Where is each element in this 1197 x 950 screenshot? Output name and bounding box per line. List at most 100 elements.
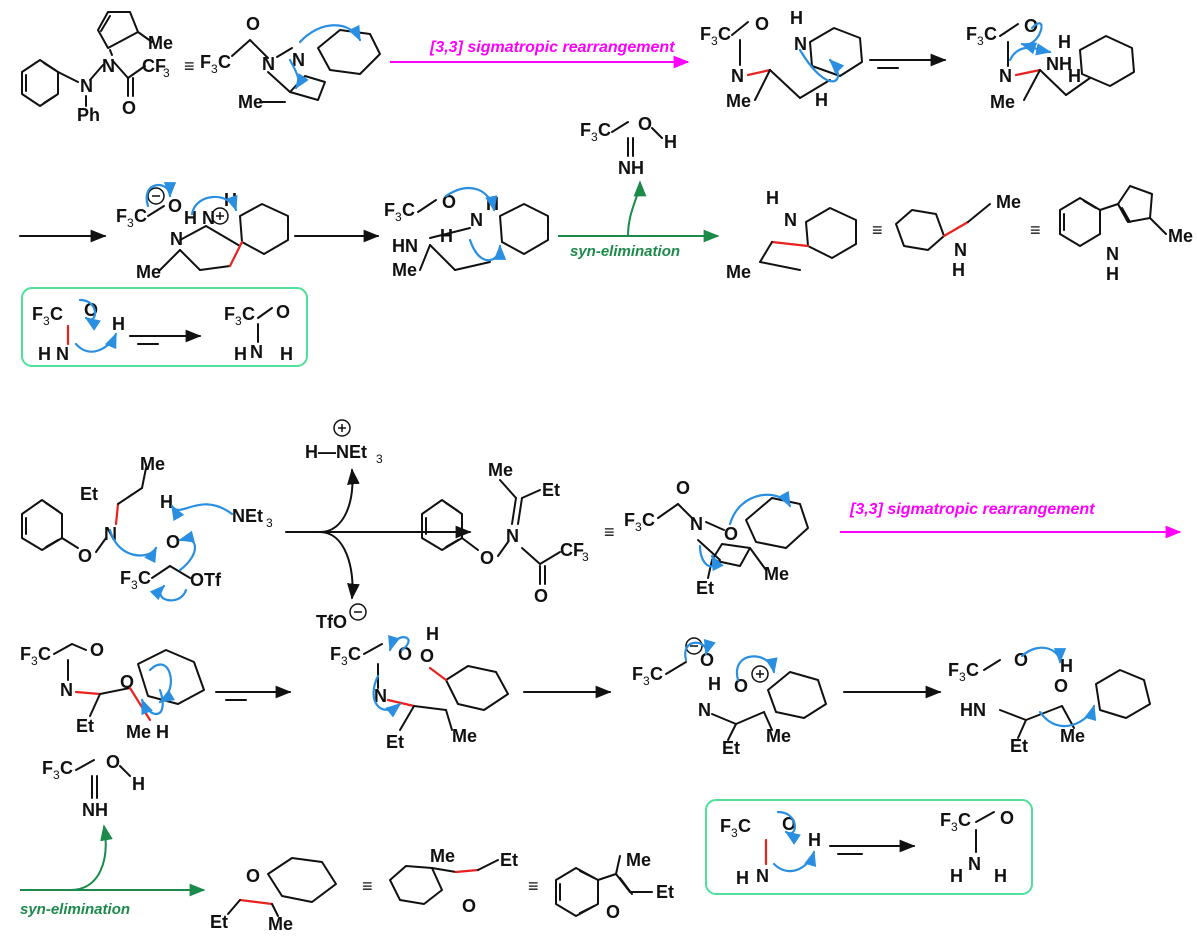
imidic-acid-1: F 3 C O H NH xyxy=(580,114,677,178)
svg-text:O: O xyxy=(724,524,738,544)
atom-o: O xyxy=(122,98,136,118)
elimination-label-1: syn-elimination xyxy=(570,243,680,260)
tautomer-box-2 xyxy=(705,799,1033,895)
svg-text:N: N xyxy=(999,66,1012,86)
equiv-3: ≡ xyxy=(1030,220,1041,240)
svg-text:O: O xyxy=(755,14,769,34)
svg-text:C: C xyxy=(348,644,361,664)
svg-text:Et: Et xyxy=(542,480,560,500)
ph-label: Ph xyxy=(77,105,100,125)
svg-text:F: F xyxy=(224,304,235,324)
svg-text:C: C xyxy=(984,24,997,44)
svg-text:O: O xyxy=(420,646,434,666)
svg-text:N: N xyxy=(506,526,519,546)
svg-text:N: N xyxy=(292,50,305,70)
svg-text:H: H xyxy=(1058,32,1071,52)
tautomer-1: F 3 C O H N H F 3 C O N H H xyxy=(32,298,293,364)
svg-text:C: C xyxy=(242,304,255,324)
svg-text:3: 3 xyxy=(959,670,966,684)
svg-text:F: F xyxy=(42,758,53,778)
svg-text:Me: Me xyxy=(726,91,751,111)
svg-text:O: O xyxy=(606,902,620,922)
equiv-2: ≡ xyxy=(872,220,883,240)
svg-text:Et: Et xyxy=(80,484,98,504)
svg-text:Et: Et xyxy=(696,578,714,598)
cf3-label: CF xyxy=(142,56,166,76)
svg-text:F: F xyxy=(20,644,31,664)
svg-text:H: H xyxy=(1068,66,1081,86)
svg-text:N: N xyxy=(1106,244,1119,264)
svg-text:H: H xyxy=(994,866,1007,886)
svg-text:H: H xyxy=(950,866,963,886)
svg-text:F: F xyxy=(720,816,731,836)
svg-text:3: 3 xyxy=(395,210,402,224)
svg-text:H: H xyxy=(808,830,821,850)
svg-text:C: C xyxy=(642,510,655,530)
svg-text:F: F xyxy=(32,304,43,324)
svg-text:C: C xyxy=(718,24,731,44)
svg-text:H: H xyxy=(1106,264,1119,284)
svg-text:N: N xyxy=(470,210,483,230)
svg-text:O: O xyxy=(276,302,290,322)
n-acyl-enamine: O N Me Et CF 3 O xyxy=(421,460,589,606)
svg-text:3: 3 xyxy=(31,654,38,668)
svg-text:Et: Et xyxy=(76,716,94,736)
svg-text:TfO: TfO xyxy=(316,612,347,632)
aminal: F 3 C O HN H N H Me xyxy=(384,186,549,280)
svg-text:O: O xyxy=(166,532,180,552)
triflate-anion: TfO xyxy=(316,603,367,632)
svg-text:H: H xyxy=(708,674,721,694)
conformer-1: F 3 C O N N Me xyxy=(200,14,381,112)
dienone-intermediate: F 3 C O N Et O Me H xyxy=(20,640,205,742)
svg-text:N: N xyxy=(731,66,744,86)
svg-text:O: O xyxy=(462,896,476,916)
svg-text:N: N xyxy=(202,208,215,228)
svg-text:O: O xyxy=(676,478,690,498)
svg-text:C: C xyxy=(218,52,231,72)
atom-n1: N xyxy=(80,76,93,96)
svg-text:Et: Et xyxy=(1010,736,1028,756)
svg-text:H: H xyxy=(426,624,439,644)
me-label: Me xyxy=(148,33,173,53)
svg-text:H: H xyxy=(952,260,965,280)
svg-text:F: F xyxy=(940,810,951,830)
start-hydrazide: N N Ph Me CF 3 O xyxy=(21,11,173,125)
svg-text:3: 3 xyxy=(643,674,650,688)
svg-text:Me: Me xyxy=(764,564,789,584)
zwitterion-aminal: F 3 C O N H N H Me xyxy=(116,182,289,282)
svg-text:O: O xyxy=(1024,16,1038,36)
svg-text:N: N xyxy=(968,854,981,874)
sigmatropic-label-1: [3,3] sigmatropic rearrangement xyxy=(429,39,675,56)
svg-text:H: H xyxy=(736,868,749,888)
svg-text:C: C xyxy=(50,304,63,324)
svg-text:N: N xyxy=(690,514,703,534)
svg-text:O: O xyxy=(90,640,104,660)
svg-text:N: N xyxy=(262,54,275,74)
svg-text:O: O xyxy=(120,672,134,692)
svg-text:3: 3 xyxy=(266,516,273,530)
svg-text:F: F xyxy=(116,206,127,226)
svg-text:3: 3 xyxy=(341,654,348,668)
svg-text:H: H xyxy=(132,774,145,794)
svg-text:Me: Me xyxy=(626,850,651,870)
svg-text:F: F xyxy=(966,24,977,44)
svg-text:C: C xyxy=(598,120,611,140)
equiv-4: ≡ xyxy=(604,522,615,542)
svg-text:F: F xyxy=(384,200,395,220)
atom-n2: N xyxy=(102,56,115,76)
indoline-product: H N Me xyxy=(726,188,857,282)
svg-text:3: 3 xyxy=(163,66,170,80)
svg-text:H: H xyxy=(234,344,247,364)
svg-text:Et: Et xyxy=(386,732,404,752)
svg-text:OTf: OTf xyxy=(190,570,222,590)
svg-text:O: O xyxy=(246,14,260,34)
svg-text:NH: NH xyxy=(618,158,644,178)
svg-text:Me: Me xyxy=(726,262,751,282)
svg-text:3: 3 xyxy=(376,452,383,466)
svg-text:3: 3 xyxy=(131,578,138,592)
svg-text:Et: Et xyxy=(722,738,740,758)
svg-text:Me: Me xyxy=(1168,226,1193,246)
svg-text:F: F xyxy=(700,24,711,44)
svg-text:N: N xyxy=(784,210,797,230)
